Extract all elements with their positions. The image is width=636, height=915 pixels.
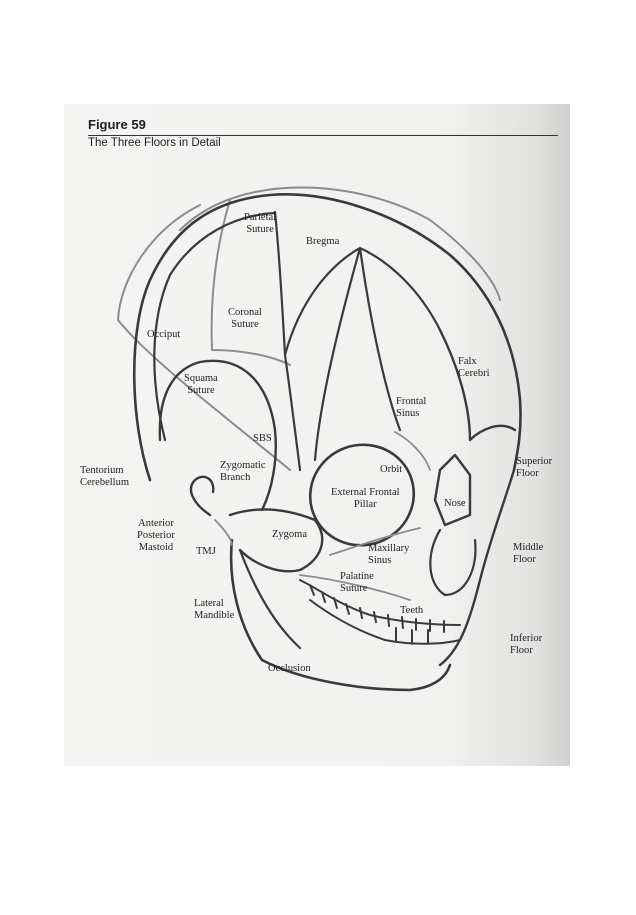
palatine-line <box>299 574 411 601</box>
mastoid-curl <box>189 475 215 517</box>
label-middle-floor: Middle Floor <box>513 542 544 565</box>
coronal-suture-line <box>273 210 302 472</box>
inner-vault-line <box>210 199 291 366</box>
label-tmj: TMJ <box>196 546 216 557</box>
label-lateral-mandible: Lateral Mandible <box>194 598 235 621</box>
label-palatine-suture: Palatine Suture <box>340 571 374 594</box>
mandible-outline <box>229 538 452 692</box>
label-zygoma: Zygoma <box>272 529 307 540</box>
label-zygomatic-branch: Zygomatic Branch <box>220 460 266 483</box>
falx-line <box>179 186 501 301</box>
nose-outline <box>433 453 472 527</box>
maxillary-line <box>329 527 421 556</box>
label-squama-suture: Squama Suture <box>184 373 218 396</box>
label-bregma: Bregma <box>306 236 340 247</box>
label-orbit: Orbit <box>380 464 403 475</box>
label-teeth: Teeth <box>400 605 424 616</box>
lower-teeth <box>309 599 461 645</box>
header-rule <box>88 135 558 136</box>
bregma-arcs <box>283 246 442 462</box>
frontal-sinus-line <box>394 431 431 471</box>
label-frontal-sinus: Frontal Sinus <box>396 396 427 419</box>
tentorium-line <box>117 204 291 471</box>
label-falx-cerebri: Falx Cerebri <box>458 356 490 379</box>
label-occiput: Occiput <box>147 329 181 340</box>
label-inferior-floor: Inferior Floor <box>510 633 543 656</box>
vault-inner-outline <box>153 211 277 442</box>
label-external-frontal-pillar: External Frontal Pillar <box>331 487 400 510</box>
label-anterior-posterior-mastoid: Anterior Posterior Mastoid <box>137 518 175 553</box>
label-occlusion: Occlusion <box>268 663 311 674</box>
face-outline <box>438 468 516 667</box>
nasal-cavity <box>429 528 477 597</box>
label-maxillary-sinus: Maxillary Sinus <box>368 543 410 566</box>
orbit-outline <box>308 443 416 547</box>
label-parietal-suture: Parietal Suture <box>244 212 277 235</box>
label-sbs: SBS <box>253 433 272 444</box>
label-nose: Nose <box>444 498 466 509</box>
squama-outline <box>158 359 277 512</box>
mandible-ramus <box>238 548 302 650</box>
zygoma-outline <box>228 508 324 573</box>
tmj-line <box>214 519 233 546</box>
label-coronal-suture: Coronal Suture <box>228 307 262 330</box>
skull-outline <box>132 193 522 482</box>
frontal-outline <box>438 328 517 442</box>
figure-title: The Three Floors in Detail <box>88 137 221 149</box>
upper-teeth <box>299 579 461 633</box>
label-tentorium-cerebellum: Tentorium Cerebellum <box>80 465 129 488</box>
label-superior-floor: Superior Floor <box>516 456 553 479</box>
figure-number: Figure 59 <box>88 117 146 132</box>
